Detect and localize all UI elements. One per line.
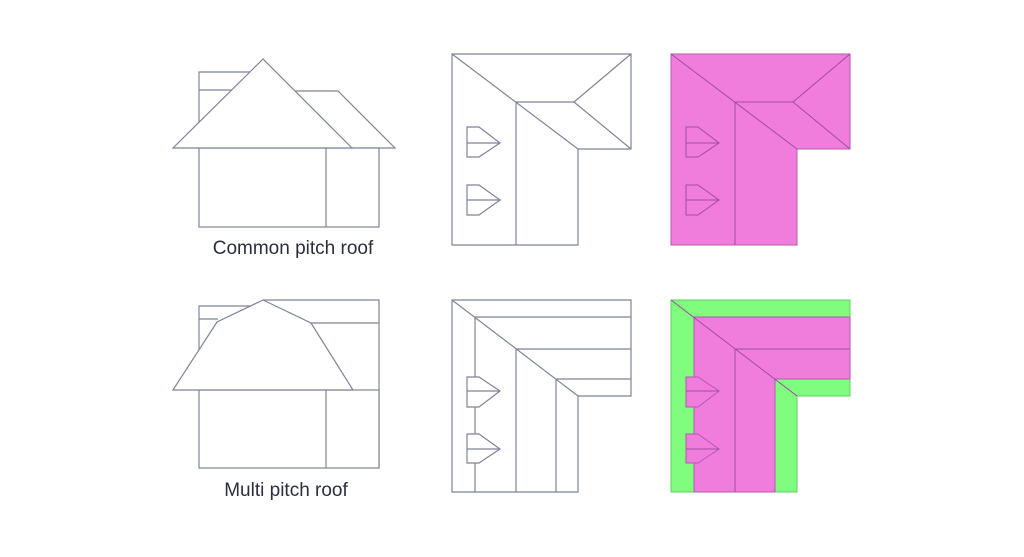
common-pitch-house-elevation [171, 58, 397, 228]
dormer [685, 376, 720, 408]
dormer [685, 126, 720, 158]
multi-pitch-house-elevation [171, 299, 380, 469]
dormer [685, 433, 720, 464]
multi-pitch-roof-plan-highlighted [670, 299, 851, 493]
dormer [466, 433, 502, 464]
multi-pitch-roof-plan [451, 299, 632, 493]
dormer [466, 376, 502, 408]
common-pitch-roof-plan [451, 53, 632, 246]
dormer [685, 184, 720, 216]
dormer [466, 126, 502, 158]
common-pitch-roof-plan-highlighted [670, 53, 851, 246]
dormer [466, 184, 502, 216]
caption-multi-pitch-roof: Multi pitch roof [224, 480, 348, 501]
caption-common-pitch-roof: Common pitch roof [212, 238, 374, 259]
